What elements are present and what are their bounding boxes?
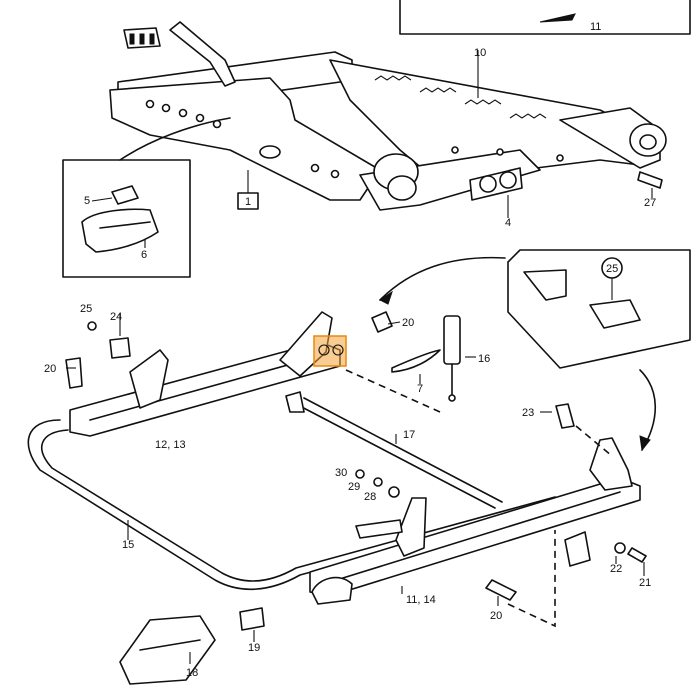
detail-box-25 [379,249,691,452]
detail-box-5-6 [62,117,231,278]
label-17: 17 [403,429,415,441]
front-mechanism [469,167,523,201]
label-16: 16 [478,353,490,365]
label-29: 29 [348,481,360,493]
label-5: 5 [84,195,90,207]
label-25-detail: 25 [606,263,618,275]
bolt-27 [637,171,663,189]
callout-box-11 [399,0,691,35]
label-6: 6 [141,249,147,261]
label-18: 18 [186,667,198,679]
part-labels: 11 10 1 4 27 5 6 25 25 24 20 20 16 7 12,… [44,21,656,679]
label-20-top: 20 [402,317,414,329]
label-1: 1 [245,196,251,208]
tension-springs [374,60,547,119]
upper-seat-frame [109,21,667,218]
label-24: 24 [110,311,122,323]
label-7: 7 [417,383,423,395]
label-11-top: 11 [590,21,601,33]
label-19: 19 [248,642,260,654]
label-12-13: 12, 13 [155,439,186,451]
label-25: 25 [80,303,92,315]
label-28: 28 [364,491,376,503]
label-10: 10 [474,47,486,59]
label-21: 21 [639,577,651,589]
label-23: 23 [522,407,534,419]
label-30: 30 [335,467,347,479]
rail-holes [145,99,564,179]
label-27: 27 [644,197,656,209]
label-20-bottom: 20 [490,610,502,622]
label-20-left: 20 [44,363,56,375]
label-4: 4 [505,217,511,229]
lower-seat-frame [27,311,647,685]
label-15: 15 [122,539,134,551]
label-22: 22 [610,563,622,575]
adjust-lever [123,21,236,87]
label-11-14: 11, 14 [406,594,436,606]
